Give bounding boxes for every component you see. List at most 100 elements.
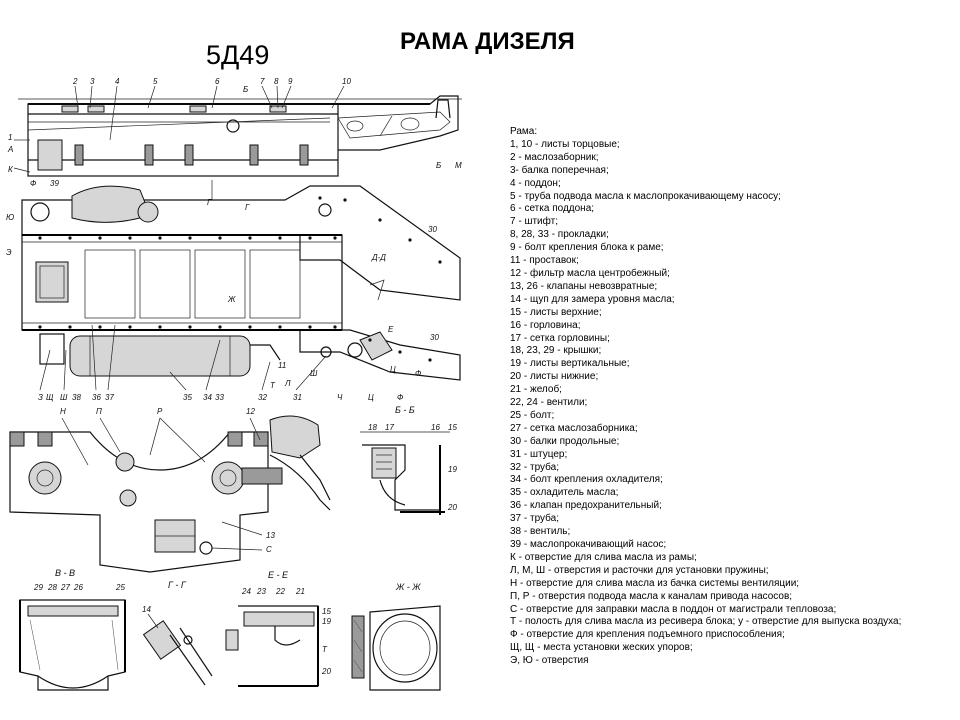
legend-item: 16 - горловина; [510,319,581,331]
legend-item: П, Р - отверстия подвода масла к каналам… [510,590,793,602]
side-view-callouts: 2 3 4 5 6 Б 7 8 9 10 1 А К Б М [7,77,462,174]
callout-n: Н [60,407,66,416]
callout-yu: Ю [6,213,14,222]
callout-5: 5 [153,77,158,86]
legend-item: 13, 26 - клапаны невозвратные; [510,280,658,292]
callout-6: 6 [215,77,220,86]
section-gg-title: Г - Г [168,580,187,590]
legend-item: 3- балка поперечная; [510,164,609,176]
legend-item: С - отверстие для заправки масла в поддо… [510,603,837,615]
callout-e1: Е [388,325,394,334]
callout-18: 18 [368,423,377,432]
callout-12: 12 [246,407,255,416]
callout-shch: Щ [46,393,54,402]
engine-model-label: 5Д49 [206,40,270,70]
legend-item: Э, Ю - отверстия [510,655,589,667]
legend-item: 39 - маслопрокачивающий насос; [510,539,667,550]
callout-zh1: Ж [227,295,236,304]
callout-39: 39 [50,179,59,188]
callout-g1: Г [207,198,212,207]
callout-p: П [96,407,102,416]
callout-29: 29 [33,583,43,592]
callout-g2: Г [245,203,250,212]
legend-item: 14 - щуп для замера уровня масла; [510,293,675,305]
callout-17: 17 [385,423,394,432]
legend-item: 21 - желоб; [510,384,562,396]
section-dd-marker: Д-Д [371,253,386,262]
callout-33: 33 [215,393,224,402]
legend-item: 31 - штуцер; [510,448,568,460]
callout-19b: 19 [322,617,331,626]
callout-35: 35 [183,393,192,402]
callout-8: 8 [274,77,279,86]
callout-sh: Ш [310,369,318,378]
callout-3: 3 [90,77,95,86]
slide-title: РАМА ДИЗЕЛЯ [400,28,575,55]
callout-30: 30 [428,225,437,234]
legend-item: 5 - труба подвода масла к маслопрокачива… [510,190,781,202]
callout-24: 24 [241,587,251,596]
callout-ts2: Ц [368,393,374,402]
callout-38: 38 [72,393,81,402]
section-e-e: Е - Е 24 23 22 21 15 19 Т 20 [225,570,331,687]
legend-item: 8, 28, 33 - прокладки; [510,229,609,241]
callout-l: Л [284,379,291,388]
callout-b2: Б [436,161,441,170]
section-g-g: Г - Г 14 [142,580,213,686]
legend-item: 35 - охладитель масла; [510,487,619,499]
callout-a: А [7,145,13,154]
callout-26: 26 [73,583,83,592]
legend-item: Т - полость для слива масла из ресивера … [510,616,902,628]
legend-item: 37 - труба; [510,513,559,525]
callout-7: 7 [260,77,265,86]
legend-item: 2 - маслозаборник; [510,151,599,163]
legend-item: 4 - поддон; [510,177,561,189]
callout-28: 28 [47,583,57,592]
legend-item: 6 - сетка поддона; [510,203,595,215]
callout-10: 10 [342,77,351,86]
legend-item: 22, 24 - вентили; [510,397,588,409]
callout-ch: Ч [337,393,343,402]
callout-ts: Ц [390,365,396,374]
callout-37: 37 [105,393,114,402]
section-vv-title: В - В [55,568,75,578]
legend-item: 25 - болт; [510,409,555,421]
callout-11: 11 [278,361,286,370]
cross-section-a: Н П Р 12 13 С [9,407,331,573]
callout-36: 36 [92,393,101,402]
callout-e: Э [6,248,12,257]
callout-1: 1 [8,133,12,142]
callout-f2: Ф [415,369,422,378]
legend-item: 7 - штифт; [510,216,559,228]
callout-f3: Ф [397,393,404,402]
section-v-v: В - В 29 28 27 26 25 [19,568,126,691]
legend-item: 18, 23, 29 - крышки; [510,345,602,357]
callout-34: 34 [203,393,212,402]
legend-item: 20 - листы нижние; [510,371,599,383]
section-zh-zh: Ж - Ж [351,582,441,691]
frame-side-view [18,95,462,200]
legend-item: 36 - клапан предохранительный; [510,500,662,512]
legend-items: 1, 10 - листы торцовые;2 - маслозаборник… [510,139,950,668]
legend-item: 15 - листы верхние; [510,306,602,318]
legend-item: 11 - проставок; [510,255,579,267]
frame-plan-view [21,185,461,381]
parts-legend: Рама: 1, 10 - листы торцовые;2 - маслоза… [510,126,950,668]
callout-19: 19 [448,465,457,474]
callout-25: 25 [115,583,125,592]
callout-15: 15 [448,423,457,432]
section-b-b: Б - Б 18 17 16 15 19 20 [360,405,457,515]
legend-item: 34 - болт крепления охладителя; [510,474,663,486]
callout-13: 13 [266,531,275,540]
legend-item: 27 - сетка маслозаборника; [510,422,638,434]
callout-m: М [455,161,462,170]
callout-27: 27 [60,583,70,592]
callout-22: 22 [275,587,285,596]
legend-item: К - отверстие для слива масла из рамы; [510,551,697,563]
callout-2: 2 [72,77,78,86]
legend-item: 19 - листы вертикальные; [510,358,630,370]
legend-item: 32 - труба; [510,461,559,473]
legend-item: 12 - фильтр масла центробежный; [510,267,670,279]
legend-item: Щ, Щ - места установки жеских упоров; [510,642,693,654]
legend-item: Ф - отверстие для крепления подъемного п… [510,629,785,641]
